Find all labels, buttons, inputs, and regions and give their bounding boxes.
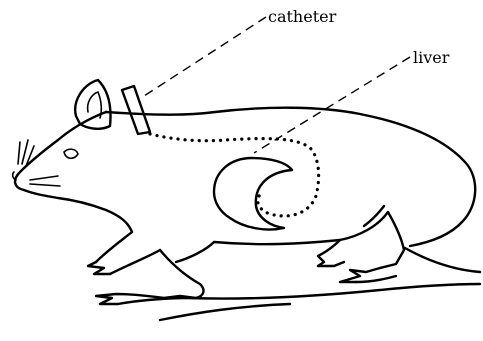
rat-tail-upper	[405, 248, 480, 272]
liver-label: liver	[413, 48, 450, 67]
eye	[64, 149, 78, 158]
rat-head-top	[15, 112, 106, 190]
ear	[75, 80, 110, 129]
hind-leg	[318, 206, 404, 282]
rat-back	[106, 108, 475, 246]
rat-chin	[24, 190, 132, 232]
catheter-label: catheter	[268, 7, 337, 26]
rat-tail-end	[160, 304, 290, 320]
catheter-dotted-path	[150, 134, 319, 216]
whiskers	[13, 140, 60, 186]
front-leg	[88, 232, 214, 304]
rat-tail-lower	[186, 284, 480, 299]
rat-belly	[214, 240, 340, 244]
catheter-tube	[122, 86, 150, 134]
liver-shape	[214, 158, 292, 230]
catheter-leader-line	[144, 17, 266, 96]
